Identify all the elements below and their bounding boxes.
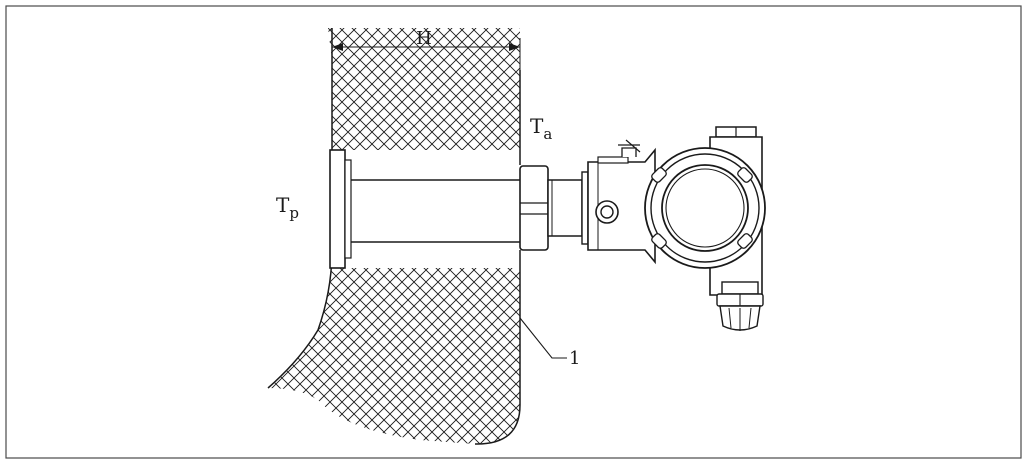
- height-label: H: [416, 28, 432, 49]
- transmitter-housing: [644, 126, 766, 296]
- dimension-h: [332, 38, 521, 70]
- callout-1-label: 1: [569, 348, 580, 369]
- callout-1-leader: [519, 317, 567, 359]
- transmitter-neck: [587, 139, 656, 265]
- adapter-nut: [519, 165, 589, 251]
- process-flange: [329, 149, 352, 269]
- ambient-temp-label: Ta: [530, 114, 552, 143]
- figure-frame: [5, 5, 1022, 459]
- process-temp-label: Tp: [276, 193, 299, 222]
- pipe-section: [340, 179, 520, 243]
- cable-gland: [716, 281, 764, 331]
